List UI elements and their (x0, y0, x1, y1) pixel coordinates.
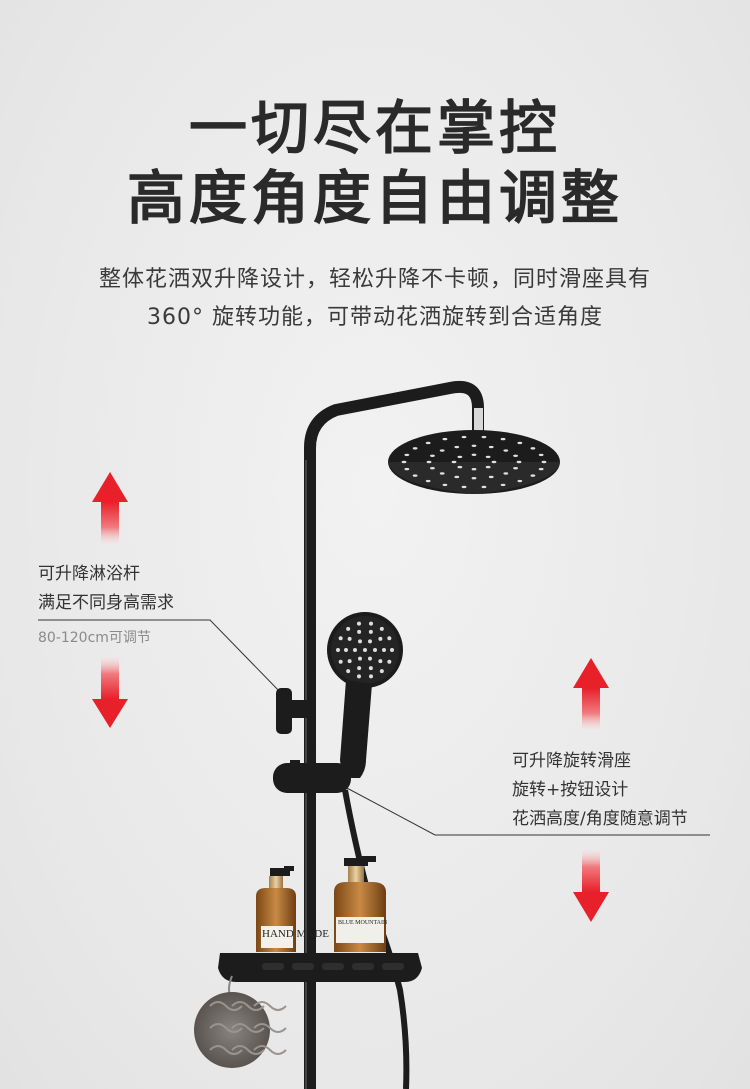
bath-sponge (194, 975, 287, 1068)
overhead-shower-head (388, 430, 560, 494)
left-callout-title: 可升降淋浴杆 (38, 564, 140, 584)
right-callout-subtitle: 旋转+按钮设计 (512, 780, 629, 800)
wall-bracket (276, 688, 310, 734)
right-callout-detail: 花洒高度/角度随意调节 (512, 809, 688, 829)
left-leader-line (38, 619, 284, 696)
shower-shelf (218, 953, 422, 982)
down-arrow-icon-right (573, 850, 609, 922)
headline-line1: 一切尽在掌控 (188, 94, 561, 162)
description-line2: 360° 旋转功能，可带动花洒旋转到合适角度 (147, 305, 603, 330)
bottle-left-label: HAND MADE (262, 928, 329, 940)
right-leader-line (344, 786, 710, 836)
left-callout-subtitle: 满足不同身高需求 (38, 593, 174, 613)
description-line1: 整体花洒双升降设计，轻松升降不卡顿，同时滑座具有 (98, 267, 651, 292)
down-arrow-icon-left (92, 657, 128, 728)
bottle-right-label: BLUE MOUNTAIN (338, 920, 388, 926)
up-arrow-icon-left (92, 472, 128, 544)
right-callout-title: 可升降旋转滑座 (512, 751, 631, 771)
up-arrow-icon-right (573, 658, 609, 730)
hand-shower (327, 612, 403, 778)
bottle-right (334, 856, 386, 952)
left-callout-range: 80-120cm可调节 (38, 630, 151, 646)
headline-line2: 高度角度自由调整 (126, 164, 623, 232)
bottle-left (256, 866, 296, 952)
slider-seat (273, 760, 351, 793)
